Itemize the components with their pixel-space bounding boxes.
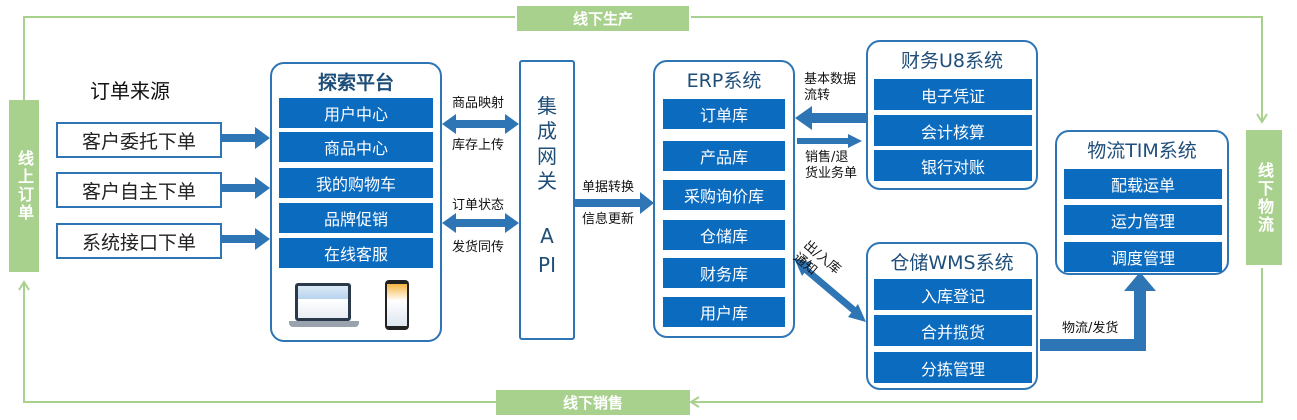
erp-item-finance: 财务库 [663, 258, 785, 288]
arrow-erp-wms [794, 258, 866, 322]
finance-panel: 财务U8系统 电子凭证 会计核算 银行对账 [866, 40, 1038, 190]
flow-label-basic-data-line2: 流转 [804, 88, 831, 103]
loop-label-sales: 线下销售 [496, 390, 690, 415]
green-loop-lines [18, 16, 1268, 408]
erp-panel: ERP系统 订单库 产品库 采购询价库 仓储库 财务库 用户库 [653, 60, 795, 338]
loop-bottom-left [18, 280, 496, 403]
arrow-double-2 [442, 213, 519, 233]
erp-item-products: 产品库 [663, 141, 785, 171]
loop-bottom-right [689, 268, 1263, 408]
finance-item-voucher: 电子凭证 [874, 79, 1032, 110]
tim-title: 物流TIM系统 [1087, 140, 1197, 162]
erp-title: ERP系统 [686, 70, 762, 92]
arrow-source-3 [222, 228, 270, 250]
loop-label-logistics: 线下物流 [1246, 130, 1282, 265]
gateway-api-label: API [538, 224, 556, 277]
flow-label-sales-return-line1: 销售/退 [805, 150, 849, 165]
tim-item-dispatch: 调度管理 [1064, 242, 1222, 272]
tim-item-capacity: 运力管理 [1064, 205, 1222, 235]
wms-item-consolidation: 合并揽货 [874, 315, 1032, 346]
explore-platform-title: 探索平台 [317, 72, 394, 94]
flow-label-shipping-sync: 发货同传 [452, 240, 505, 255]
platform-item-brand-promo: 品牌促销 [279, 203, 433, 233]
platform-gateway-arrows [442, 114, 519, 233]
arrow-source-1 [222, 127, 270, 149]
arrow-double-1 [442, 114, 519, 134]
flow-label-basic-data: 基本数据 流转 [804, 72, 856, 104]
phone-image [385, 280, 409, 330]
arrow-wms-tim [1040, 272, 1156, 351]
flow-label-sales-return: 销售/退 货业务单 [805, 150, 857, 182]
order-sources-title: 订单来源 [90, 79, 170, 103]
platform-item-shopping-cart: 我的购物车 [279, 168, 433, 198]
flow-label-logistics-shipping: 物流/发货 [1062, 321, 1119, 336]
loop-top-right [691, 16, 1268, 124]
finance-item-accounting: 会计核算 [874, 115, 1032, 146]
platform-item-online-service: 在线客服 [279, 238, 433, 268]
arrow-finance-to-erp [795, 106, 866, 130]
loop-label-production: 线下生产 [517, 6, 689, 31]
gateway-label: 集成网关 [537, 94, 557, 193]
wms-item-inbound: 入库登记 [874, 279, 1032, 310]
finance-title: 财务U8系统 [901, 50, 1003, 72]
arrow-erp-to-finance [797, 134, 862, 148]
source-customer-entrusted: 客户委托下单 [56, 122, 222, 158]
gateway-panel: 集成网关 API [519, 60, 575, 340]
source-system-interface: 系统接口下单 [56, 223, 222, 259]
flow-label-product-mapping: 商品映射 [452, 96, 505, 111]
tim-panel: 物流TIM系统 配载运单 运力管理 调度管理 [1055, 130, 1229, 275]
flow-label-doc-conversion: 单据转换 [582, 180, 635, 195]
arrow-gateway-erp [575, 192, 654, 214]
loop-label-online-orders: 线上订单 [9, 100, 39, 272]
wms-panel: 仓储WMS系统 入库登记 合并揽货 分拣管理 [866, 242, 1038, 390]
erp-item-warehouse: 仓储库 [663, 220, 785, 250]
erp-item-procurement: 采购询价库 [663, 180, 785, 210]
flow-label-sales-return-line2: 货业务单 [805, 166, 858, 181]
erp-item-orders: 订单库 [663, 99, 785, 129]
erp-item-users: 用户库 [663, 297, 785, 327]
source-arrows [222, 127, 270, 250]
flow-label-inventory-upload: 库存上传 [452, 138, 505, 153]
arrow-source-2 [222, 177, 270, 199]
flow-label-basic-data-line1: 基本数据 [804, 72, 857, 87]
platform-item-user-center: 用户中心 [279, 98, 433, 128]
flow-label-info-update: 信息更新 [582, 212, 635, 227]
tim-item-loading: 配载运单 [1064, 169, 1222, 199]
laptop-image [289, 283, 359, 331]
finance-item-reconciliation: 银行对账 [874, 150, 1032, 181]
platform-item-product-center: 商品中心 [279, 132, 433, 162]
source-customer-self: 客户自主下单 [56, 172, 222, 208]
wms-title: 仓储WMS系统 [890, 252, 1014, 274]
loop-top-left [23, 16, 515, 100]
wms-item-sorting: 分拣管理 [874, 352, 1032, 383]
flow-label-order-status: 订单状态 [452, 198, 505, 213]
